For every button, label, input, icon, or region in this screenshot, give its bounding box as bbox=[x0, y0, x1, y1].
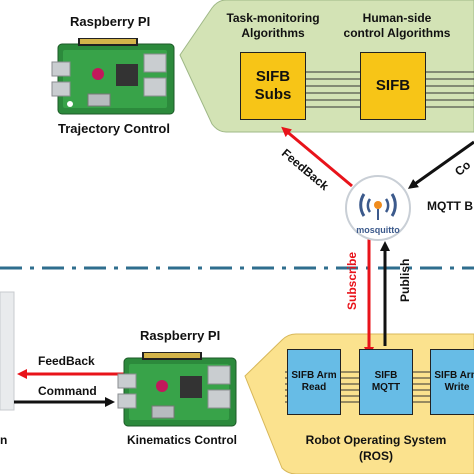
sifb-subs-block: SIFB Subs bbox=[240, 52, 306, 120]
sifb-control-block: SIFB bbox=[360, 52, 426, 120]
left-edge-glyph: n bbox=[0, 433, 8, 447]
feedback-bottom-label: FeedBack bbox=[38, 354, 95, 368]
mosquitto-logo bbox=[345, 175, 411, 241]
left-device-strip bbox=[0, 291, 15, 411]
mqtt-broker-label: MQTT B bbox=[427, 199, 473, 213]
sifb-arm-read-block: SIFB Arm Read bbox=[287, 349, 341, 415]
command-top-arrow bbox=[407, 140, 474, 189]
sifb-control-label: SIFB bbox=[375, 77, 411, 94]
raspberry-pi-top-board bbox=[51, 38, 175, 115]
top-board-title: Raspberry PI bbox=[70, 14, 151, 29]
subscribe-label: Subscribe bbox=[345, 251, 359, 310]
sifb-arm-read-line1: SIFB Arm bbox=[291, 370, 337, 381]
sifb-arm-write-line1: SIFB Arm bbox=[434, 370, 474, 381]
task-monitoring-line2: Algorithms bbox=[241, 26, 305, 40]
ros-caption-line2: (ROS) bbox=[359, 449, 393, 463]
sifb-mqtt-line1: SIFB bbox=[374, 370, 398, 381]
sifb-subs-line2: Subs bbox=[254, 86, 292, 103]
mosquitto-logo-text: mosquitto bbox=[356, 225, 400, 235]
raspberry-pi-bottom-board bbox=[117, 352, 237, 427]
human-side-line1: Human-side bbox=[362, 11, 432, 25]
top-board-caption: Trajectory Control bbox=[58, 121, 170, 136]
task-monitoring-line1: Task-monitoring bbox=[226, 11, 320, 25]
ros-caption: Robot Operating System (ROS) bbox=[296, 432, 456, 464]
feedback-top-arrow bbox=[281, 126, 353, 188]
sifb-arm-write-line2: Write bbox=[444, 382, 470, 393]
publish-label: Publish bbox=[398, 258, 412, 302]
sifb-mqtt-line2: MQTT bbox=[371, 382, 401, 393]
sifb-arm-write-block: SIFB Arm Write bbox=[430, 349, 474, 415]
task-monitoring-label: Task-monitoring Algorithms bbox=[218, 11, 328, 41]
sifb-arm-read-line2: Read bbox=[301, 382, 327, 393]
bottom-board-title: Raspberry PI bbox=[140, 328, 221, 343]
sifb-subs-line1: SIFB bbox=[255, 68, 291, 85]
human-side-line2: control Algorithms bbox=[343, 26, 451, 40]
human-side-label: Human-side control Algorithms bbox=[338, 11, 456, 41]
command-bottom-label: Command bbox=[38, 384, 97, 398]
sifb-mqtt-block: SIFB MQTT bbox=[359, 349, 413, 415]
bottom-board-caption: Kinematics Control bbox=[127, 433, 238, 447]
ros-caption-line1: Robot Operating System bbox=[305, 433, 447, 447]
